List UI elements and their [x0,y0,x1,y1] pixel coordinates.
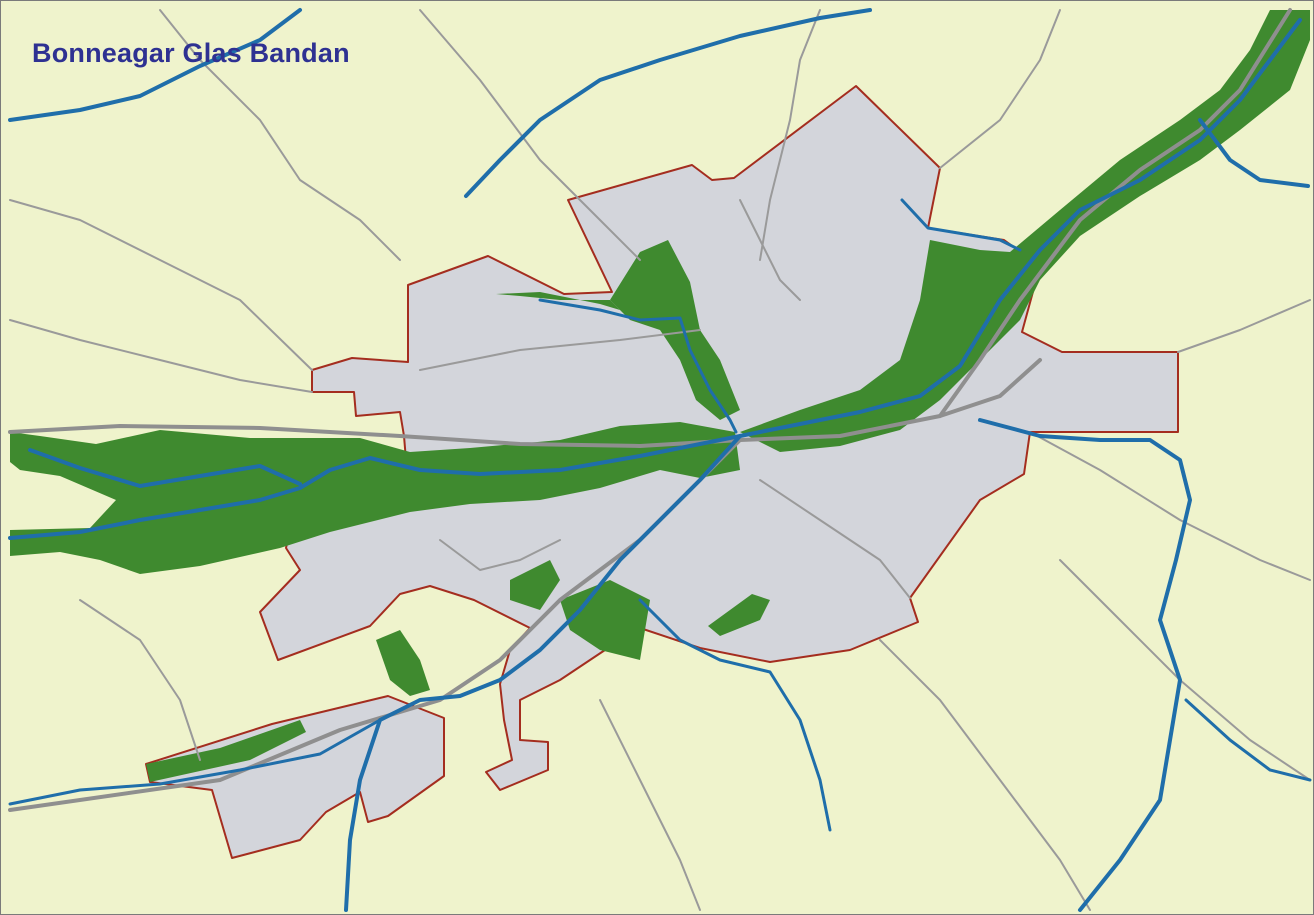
road-town-3 [439,539,561,571]
river-east-tributary [1198,118,1310,188]
road-north-3 [759,9,821,261]
river-southeast [978,418,1192,912]
road-south-1 [79,599,201,761]
river-northwest [8,8,302,122]
green-strip-southwest [146,720,306,782]
river-east-branch [1184,698,1312,782]
road-town-4 [739,199,801,301]
green-park-south [560,580,650,660]
green-riverbank-north [496,292,620,310]
river-northeast-tributary [900,198,1022,252]
road-north-2 [419,9,641,261]
green-corridor-northeast [740,10,1310,452]
map-title: Bonneagar Glas Bandan [32,38,350,68]
road-east-1 [1177,299,1311,353]
urban-area-southwest [145,695,445,859]
river-southwest-2 [8,718,382,806]
road-south-3 [879,639,1091,911]
green-park-southeast [708,594,770,636]
road-northeast-1 [939,9,1061,169]
road-town-2 [759,479,911,599]
green-corridor-west [10,422,740,574]
green-wood-south [376,630,430,696]
road-north-1 [159,9,401,261]
river-southwest [344,434,742,912]
road-east-2 [1029,431,1311,581]
river-south-tributary [638,598,832,832]
river-western-branch [28,448,302,488]
road-south-2 [599,699,701,911]
road-town-1 [419,329,701,371]
green-river-meander [610,240,740,420]
road-west-1 [9,199,313,371]
river-bandon-main [8,18,1302,540]
green-infrastructure-layer [10,10,1310,782]
river-meander-north [538,298,738,434]
river-north-tributary [464,8,872,198]
green-patch-west [510,560,560,610]
main-road-east-west [8,358,1042,448]
rivers-layer [8,8,1312,912]
road-west-2 [9,319,313,393]
